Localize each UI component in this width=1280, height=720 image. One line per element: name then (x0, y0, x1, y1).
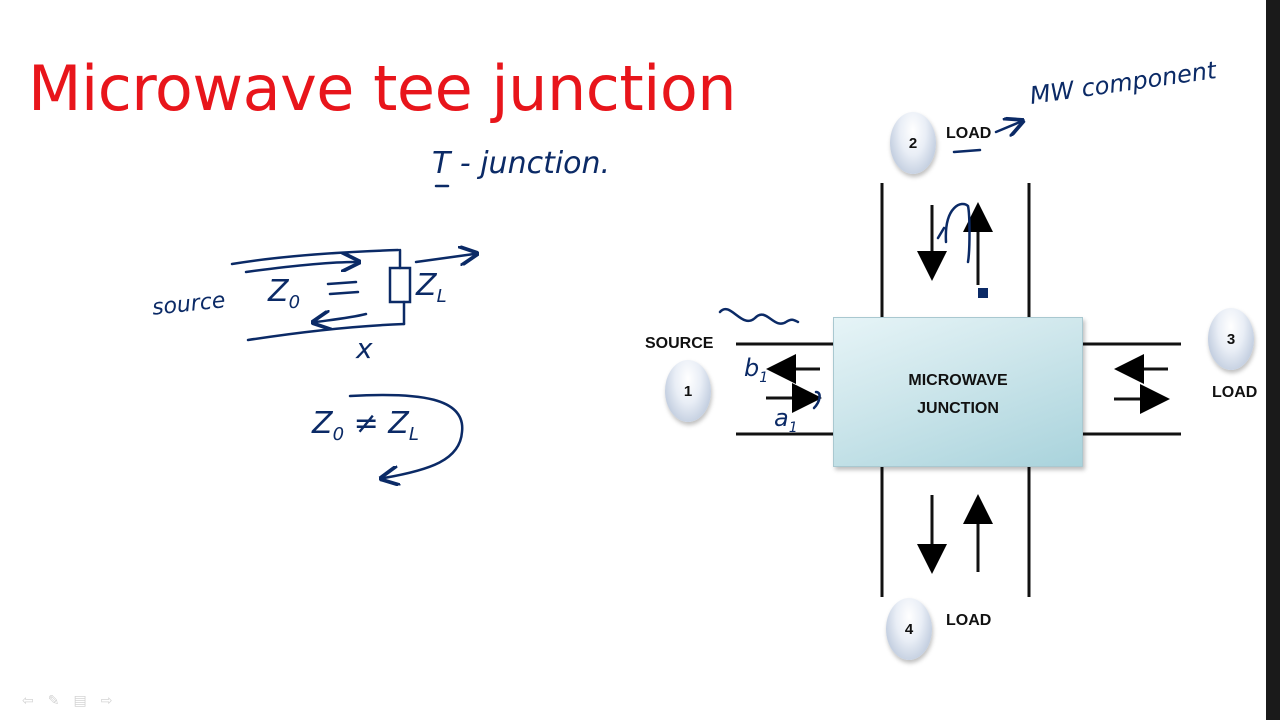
menu-icon[interactable]: ▤ (73, 692, 87, 708)
slide-title: Microwave tee junction (28, 52, 737, 125)
waveguide-walls (736, 183, 1181, 597)
wave-arrows (766, 202, 1170, 574)
port-1-label: SOURCE (645, 335, 714, 352)
port-2-bubble: 2 (890, 112, 936, 174)
port-3-bubble: 3 (1208, 308, 1254, 370)
port-1-bubble: 1 (665, 360, 711, 422)
arrow-left-icon[interactable]: ⇦ (22, 692, 34, 708)
arrow-right-icon[interactable]: ⇨ (100, 692, 113, 708)
handwritten-x: x (356, 332, 373, 365)
microwave-junction-box: MICROWAVE JUNCTION (833, 317, 1083, 467)
ink-dot (978, 288, 988, 298)
port-2-label: LOAD (946, 125, 992, 142)
handwritten-b1: b1 (744, 354, 769, 386)
port-4-bubble: 4 (886, 598, 932, 660)
port-3-label: LOAD (1212, 384, 1258, 401)
junction-label-line2: JUNCTION (917, 400, 999, 417)
port-4-label: LOAD (946, 612, 992, 629)
handwritten-inequality: Z0 ≠ ZL (312, 406, 419, 445)
handwritten-a1: a1 (774, 404, 798, 436)
handwritten-t-junction: T - junction. (432, 146, 611, 181)
handwritten-zl: ZL (416, 268, 447, 307)
slideshow-nav: ⇦ ✎ ▤ ⇨ (22, 692, 112, 709)
junction-label-line1: MICROWAVE (908, 372, 1008, 389)
pen-icon[interactable]: ✎ (47, 692, 60, 708)
handwritten-z0: Z0 (268, 274, 301, 313)
